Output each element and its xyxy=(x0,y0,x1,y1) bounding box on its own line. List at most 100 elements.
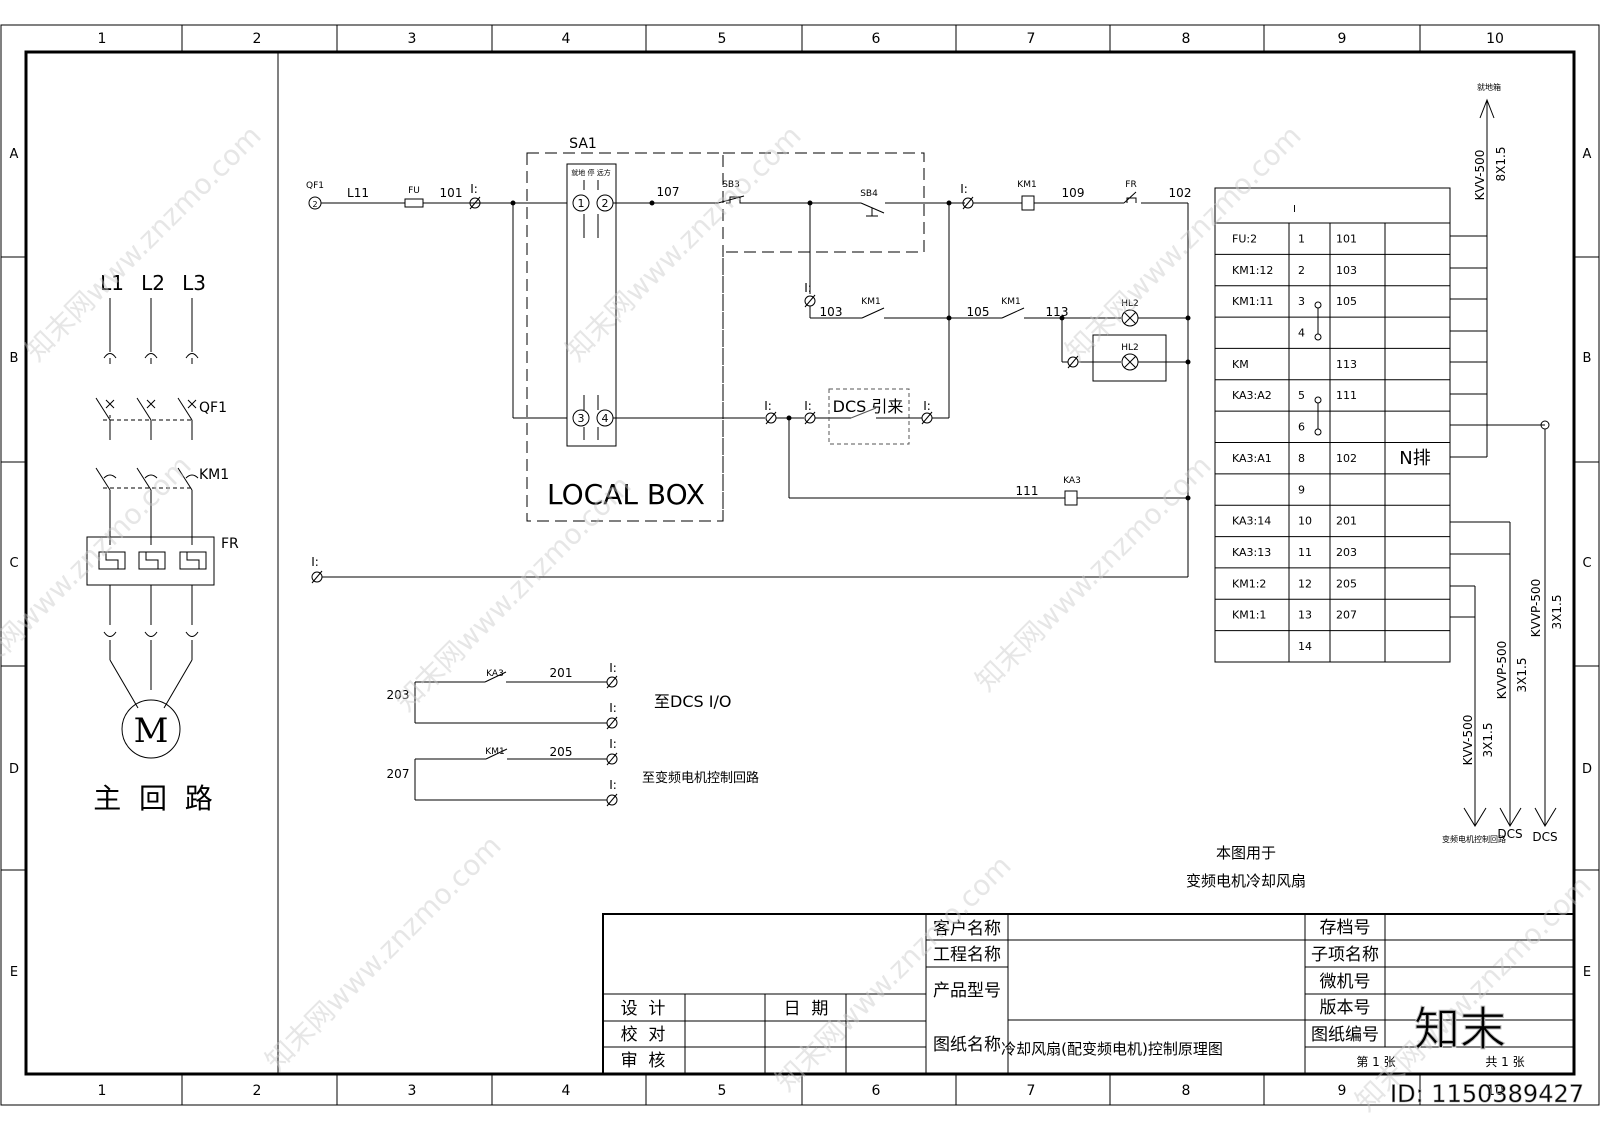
col-num: 7 xyxy=(1027,1083,1036,1099)
lamp-label: HL2 xyxy=(1121,343,1139,353)
tb-wire: 113 xyxy=(1336,358,1357,371)
contact-label: KM1 xyxy=(861,297,880,307)
terminal-label: I: xyxy=(609,661,617,675)
contact-num: 4 xyxy=(602,412,609,425)
terminal-block-header: I xyxy=(1293,204,1296,215)
tb-name: KA3:A1 xyxy=(1232,452,1272,465)
arrow-up-icon xyxy=(1479,98,1495,119)
cable-destination: DCS xyxy=(1497,827,1522,841)
watermark-text: 知末网www.znzmo.com xyxy=(559,119,808,368)
fuse-label: FU xyxy=(408,186,420,196)
col-num: 9 xyxy=(1338,1083,1347,1099)
tb-num: 4 xyxy=(1298,327,1305,340)
row-letter: C xyxy=(1582,556,1591,571)
title-field-label: 图纸名称 xyxy=(933,1035,1001,1055)
wire-label: L11 xyxy=(347,186,369,200)
svg-text:2: 2 xyxy=(312,200,317,209)
terminal-label: I: xyxy=(960,182,968,196)
title-field-label: 版本号 xyxy=(1320,998,1371,1018)
relay-coil-label: KA3 xyxy=(1063,476,1081,486)
terminal-label: I: xyxy=(609,778,617,792)
title-field-label: 产品型号 xyxy=(933,981,1001,1001)
title-field-label: 设 计 xyxy=(621,999,666,1019)
neutral-bus-label: N排 xyxy=(1399,448,1430,469)
tb-name: FU:2 xyxy=(1232,232,1257,245)
title-field-label: 日 期 xyxy=(784,999,829,1019)
terminal-label: I: xyxy=(311,555,319,569)
qf1-source-label: QF1 xyxy=(306,181,324,191)
selector-switch-label: SA1 xyxy=(569,136,597,152)
watermark-logo: 知末 xyxy=(1414,1002,1506,1056)
tb-name: KM1:11 xyxy=(1232,295,1273,308)
dcs-output-circuits: 203 KA3 201 I: I: 至DCS I/O 207 KM1 205 I… xyxy=(387,661,759,807)
tb-wire: 102 xyxy=(1336,452,1357,465)
main-circuit-caption: 主 回 路 xyxy=(93,782,213,815)
phase-label: L2 xyxy=(141,271,165,295)
drawing-title: 冷却风扇(配变频电机)控制原理图 xyxy=(1001,1040,1223,1058)
contactor-coil xyxy=(1021,195,1035,211)
col-num: 4 xyxy=(562,1083,571,1099)
title-field-label: 子项名称 xyxy=(1311,945,1379,965)
tb-wire: 105 xyxy=(1336,295,1357,308)
watermark-text: 知末网www.znzmo.com xyxy=(769,849,1018,1098)
tb-num: 9 xyxy=(1298,483,1305,496)
terminal-label: I: xyxy=(609,737,617,751)
wire-label: 203 xyxy=(387,688,410,702)
tb-wire: 201 xyxy=(1336,515,1357,528)
fuse xyxy=(404,198,424,208)
col-num: 2 xyxy=(253,31,262,47)
wire-label: 103 xyxy=(820,305,843,319)
tb-num: 14 xyxy=(1298,640,1312,653)
title-field-label: 校 对 xyxy=(621,1025,666,1045)
wire-label: 201 xyxy=(550,666,573,680)
sheet-number: 第 1 张 xyxy=(1356,1055,1395,1069)
cable-destination: 变频电机控制回路 xyxy=(1442,834,1506,844)
motor-symbol xyxy=(121,699,181,759)
tb-num: 3 xyxy=(1298,295,1305,308)
local-box xyxy=(526,152,724,522)
col-num: 6 xyxy=(872,1083,881,1099)
cable-type: KVVP-500 xyxy=(1495,641,1509,700)
col-num: 8 xyxy=(1182,1083,1191,1099)
destination-label: 至DCS I/O xyxy=(654,692,731,711)
tb-num: 5 xyxy=(1298,389,1305,402)
tb-num: 6 xyxy=(1298,421,1305,434)
col-num: 5 xyxy=(718,31,727,47)
title-field-label: 工程名称 xyxy=(933,945,1001,965)
contact-label: KM1 xyxy=(1001,297,1020,307)
row-letter: D xyxy=(1582,762,1592,777)
cable-size: 3X1.5 xyxy=(1550,595,1564,630)
tb-wire: 103 xyxy=(1336,264,1357,277)
contact-num: 1 xyxy=(578,197,585,210)
tb-num: 11 xyxy=(1298,546,1312,559)
drawing-frame xyxy=(0,24,1600,1106)
note: 本图用于 变频电机冷却风扇 xyxy=(1186,844,1306,890)
row-letter: B xyxy=(1583,351,1592,366)
breaker-label: QF1 xyxy=(199,400,227,416)
tb-wire: 207 xyxy=(1336,609,1357,622)
note-line: 变频电机冷却风扇 xyxy=(1186,872,1306,890)
arrow-down-icon xyxy=(1499,807,1522,827)
row-letter: A xyxy=(1583,147,1592,162)
wire-label: 111 xyxy=(1016,484,1039,498)
cables: 就地箱 KVV-500 8X1.5 KVV-500 3X1.5 KVVP-500… xyxy=(1442,82,1564,844)
relay-coil xyxy=(1064,490,1078,506)
contact-label: KA3 xyxy=(486,669,504,679)
phase-label: L3 xyxy=(182,271,206,295)
watermark-text: 知末网www.znzmo.com xyxy=(969,449,1218,698)
cable-size: 3X1.5 xyxy=(1515,658,1529,693)
tb-num: 2 xyxy=(1298,264,1305,277)
col-num: 1 xyxy=(98,31,107,47)
arrow-down-icon xyxy=(1534,807,1557,827)
terminal-label: I: xyxy=(804,399,812,413)
terminal-label: I: xyxy=(609,701,617,715)
sheet-total: 共 1 张 xyxy=(1485,1055,1524,1069)
watermark-text: 知末网www.znzmo.com xyxy=(389,469,638,718)
overload-contact-label: FR xyxy=(1125,180,1136,190)
col-num: 10 xyxy=(1486,1083,1504,1099)
local-box-label: LOCAL BOX xyxy=(547,478,705,511)
dcs-remote-contact xyxy=(828,388,910,445)
terminal-label: I: xyxy=(470,182,478,196)
arrow-down-icon xyxy=(1463,807,1487,827)
contact-num: 3 xyxy=(578,412,585,425)
